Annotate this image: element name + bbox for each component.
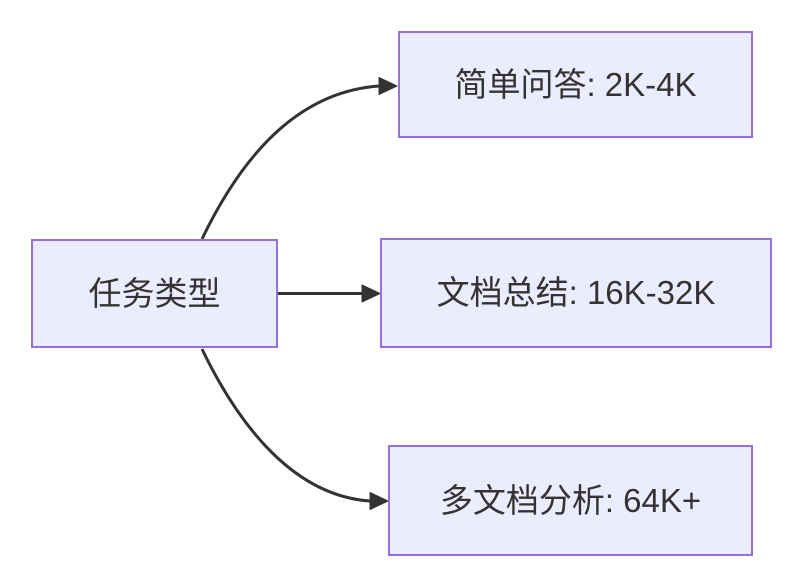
edge-root-to-doc: [278, 284, 381, 303]
node-task-type: 任务类型: [31, 239, 278, 348]
node-task-type-label: 任务类型: [88, 274, 221, 312]
node-simple-qa-label: 简单问答: 2K-4K: [454, 65, 697, 103]
edge-line: [200, 348, 371, 503]
edge-root-to-multi: [200, 348, 389, 510]
edge-root-to-qa: [200, 77, 398, 240]
arrowhead-icon: [378, 77, 398, 95]
node-multi-doc-analysis: 多文档分析: 64K+: [388, 445, 753, 556]
arrowhead-icon: [369, 492, 389, 510]
node-simple-qa: 简单问答: 2K-4K: [398, 31, 753, 138]
arrowhead-icon: [361, 284, 381, 303]
node-doc-summary: 文档总结: 16K-32K: [380, 238, 772, 348]
node-multi-doc-analysis-label: 多文档分析: 64K+: [439, 481, 702, 519]
edge-line: [200, 84, 380, 240]
node-doc-summary-label: 文档总结: 16K-32K: [436, 274, 716, 312]
